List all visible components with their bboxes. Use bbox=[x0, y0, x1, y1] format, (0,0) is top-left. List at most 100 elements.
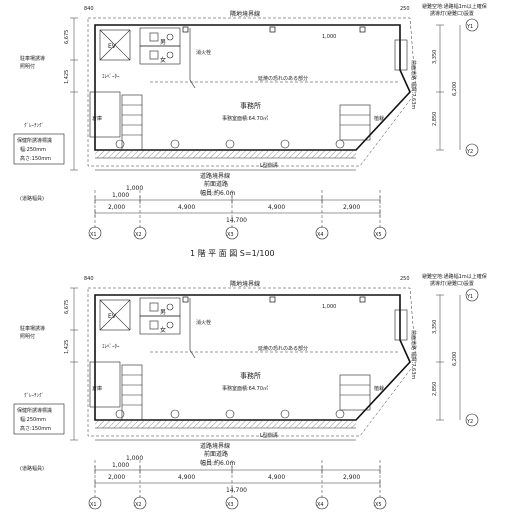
dim-left-2: 1,425 bbox=[64, 340, 70, 354]
sign-title: 保健所誘導標識 bbox=[17, 407, 52, 414]
gutter-label: L型側溝 bbox=[260, 162, 278, 169]
gutter-label: L型側溝 bbox=[260, 432, 278, 439]
elevator-label: EV bbox=[108, 313, 117, 320]
grid-x2: X2 bbox=[135, 232, 142, 238]
dim-bottom-1: 2,000 bbox=[108, 474, 125, 481]
right-road-note: 前面道路 幅員:7.63m bbox=[410, 60, 417, 109]
grid-y2: Y2 bbox=[466, 149, 473, 155]
grid-y1: Y1 bbox=[466, 24, 473, 30]
dim-bottom-3: 4,900 bbox=[268, 204, 285, 211]
planting-label: 植栽 bbox=[374, 115, 384, 122]
evacuation-note: 避難空地:通路幅1m以上確保 bbox=[422, 273, 487, 280]
top-dim-3: 250 bbox=[400, 276, 410, 282]
grid-x3: X3 bbox=[227, 502, 234, 508]
grating-label: ｸﾞﾚｰﾁﾝｸﾞ bbox=[24, 392, 44, 399]
elevator-label: EV bbox=[108, 43, 117, 50]
grid-x1: X1 bbox=[90, 502, 97, 508]
road-boundary-label: 道路境界線 bbox=[200, 442, 230, 450]
grid-y1: Y1 bbox=[466, 294, 473, 300]
toilet-women-label: 女 bbox=[160, 326, 166, 334]
storage-label: 倉庫 bbox=[92, 115, 102, 122]
boundary-top-label: 隣地境界線 bbox=[230, 10, 260, 18]
office-area-label: 事務室面積:64.70㎡ bbox=[222, 385, 268, 392]
planting-label: 植栽 bbox=[374, 385, 384, 392]
top-dim-2: 1,000 bbox=[322, 304, 336, 310]
dim-right-total: 6,200 bbox=[452, 82, 458, 96]
dim-right-total: 6,200 bbox=[452, 352, 458, 366]
dim-mid-1: 1,000 bbox=[112, 192, 129, 199]
hydrant-label: 消火栓 bbox=[196, 319, 211, 326]
sign-width: 幅:250mm bbox=[20, 146, 46, 153]
sign-title: 保健所誘導標識 bbox=[17, 137, 52, 144]
boundary-top-label: 隣地境界線 bbox=[230, 280, 260, 288]
dim-left-1: 6,675 bbox=[64, 300, 70, 314]
drawing-caption: 1 階 平 面 図 S=1/100 bbox=[190, 248, 275, 258]
front-road-label: 前面道路 bbox=[204, 450, 228, 458]
dim-mid-2: 1,000 bbox=[126, 455, 143, 462]
fire-spread-label: 延焼の恐れのある部分 bbox=[258, 75, 308, 82]
dim-bottom-total: 14,700 bbox=[226, 217, 247, 224]
top-dim-2: 1,000 bbox=[322, 34, 336, 40]
grid-x4: X4 bbox=[317, 502, 324, 508]
pillar-note-2: 照明付 bbox=[20, 63, 35, 70]
elevator-hall-label: ｴﾚﾍﾞｰﾀｰ bbox=[102, 343, 120, 350]
dim-bottom-4: 2,900 bbox=[343, 474, 360, 481]
pillar-note-2: 照明付 bbox=[20, 333, 35, 340]
floor-plan-2: 隣地境界線 事務所 事務室面積:64.70㎡ 延焼の恐れのある部分 EV ｴﾚﾍ… bbox=[13, 273, 487, 510]
dim-bottom-2: 4,900 bbox=[178, 204, 195, 211]
road-width-label: 幅員:約6.0m bbox=[200, 459, 236, 467]
grid-x2: X2 bbox=[135, 502, 142, 508]
dim-right-1: 3,350 bbox=[432, 320, 438, 334]
grid-x4: X4 bbox=[317, 232, 324, 238]
top-dim-1: 840 bbox=[84, 276, 94, 282]
dim-mid-1: 1,000 bbox=[112, 462, 129, 469]
dim-left-1: 6,675 bbox=[64, 30, 70, 44]
dim-bottom-total: 14,700 bbox=[226, 487, 247, 494]
pillar-note-1: 駐車場誘導 bbox=[20, 55, 45, 62]
toilet-men-label: 男 bbox=[160, 309, 166, 316]
top-dim-1: 840 bbox=[84, 6, 94, 12]
evacuation-sub-note: 誘導灯(避難口)設置 bbox=[430, 280, 474, 287]
hydrant-label: 消火栓 bbox=[196, 49, 211, 56]
pillar-note-1: 駐車場誘導 bbox=[20, 325, 45, 332]
office-label: 事務所 bbox=[240, 371, 261, 380]
storage-label: 倉庫 bbox=[92, 385, 102, 392]
elevator-hall-label: ｴﾚﾍﾞｰﾀｰ bbox=[102, 73, 120, 80]
grid-x5: X5 bbox=[375, 232, 382, 238]
dim-bottom-1: 2,000 bbox=[108, 204, 125, 211]
office-label: 事務所 bbox=[240, 101, 261, 110]
grid-y2: Y2 bbox=[466, 419, 473, 425]
road-width-note: (道路幅員) bbox=[20, 465, 44, 472]
sign-height: 高さ:150mm bbox=[20, 155, 51, 162]
dim-mid-2: 1,000 bbox=[126, 185, 143, 192]
floor-plan-1: 隣地境界線 事務所 事務室面積:64.70㎡ 延焼の恐れのある部分 EV ｴﾚﾍ… bbox=[13, 3, 487, 240]
dim-bottom-3: 4,900 bbox=[268, 474, 285, 481]
evacuation-sub-note: 誘導灯(避難口)設置 bbox=[430, 10, 474, 17]
fire-spread-label: 延焼の恐れのある部分 bbox=[258, 345, 308, 352]
dim-right-2: 2,850 bbox=[432, 382, 438, 396]
grid-x5: X5 bbox=[375, 502, 382, 508]
sign-width: 幅:250mm bbox=[20, 416, 46, 423]
top-dim-3: 250 bbox=[400, 6, 410, 12]
road-width-label: 幅員:約6.0m bbox=[200, 189, 236, 197]
right-road-note: 前面道路 幅員:7.63m bbox=[410, 330, 417, 379]
dim-bottom-2: 4,900 bbox=[178, 474, 195, 481]
dim-bottom-4: 2,900 bbox=[343, 204, 360, 211]
dim-left-2: 1,425 bbox=[64, 70, 70, 84]
evacuation-note: 避難空地:通路幅1m以上確保 bbox=[422, 3, 487, 10]
grid-x3: X3 bbox=[227, 232, 234, 238]
dim-right-1: 3,350 bbox=[432, 50, 438, 64]
toilet-women-label: 女 bbox=[160, 56, 166, 64]
road-width-note: (道路幅員) bbox=[20, 195, 44, 202]
front-road-label: 前面道路 bbox=[204, 180, 228, 188]
dim-right-2: 2,850 bbox=[432, 112, 438, 126]
road-boundary-label: 道路境界線 bbox=[200, 172, 230, 180]
grating-label: ｸﾞﾚｰﾁﾝｸﾞ bbox=[24, 122, 44, 129]
grid-x1: X1 bbox=[90, 232, 97, 238]
plan-drawing bbox=[13, 17, 479, 240]
toilet-men-label: 男 bbox=[160, 39, 166, 46]
plan-drawing bbox=[13, 287, 479, 510]
sign-height: 高さ:150mm bbox=[20, 425, 51, 432]
office-area-label: 事務室面積:64.70㎡ bbox=[222, 115, 268, 122]
